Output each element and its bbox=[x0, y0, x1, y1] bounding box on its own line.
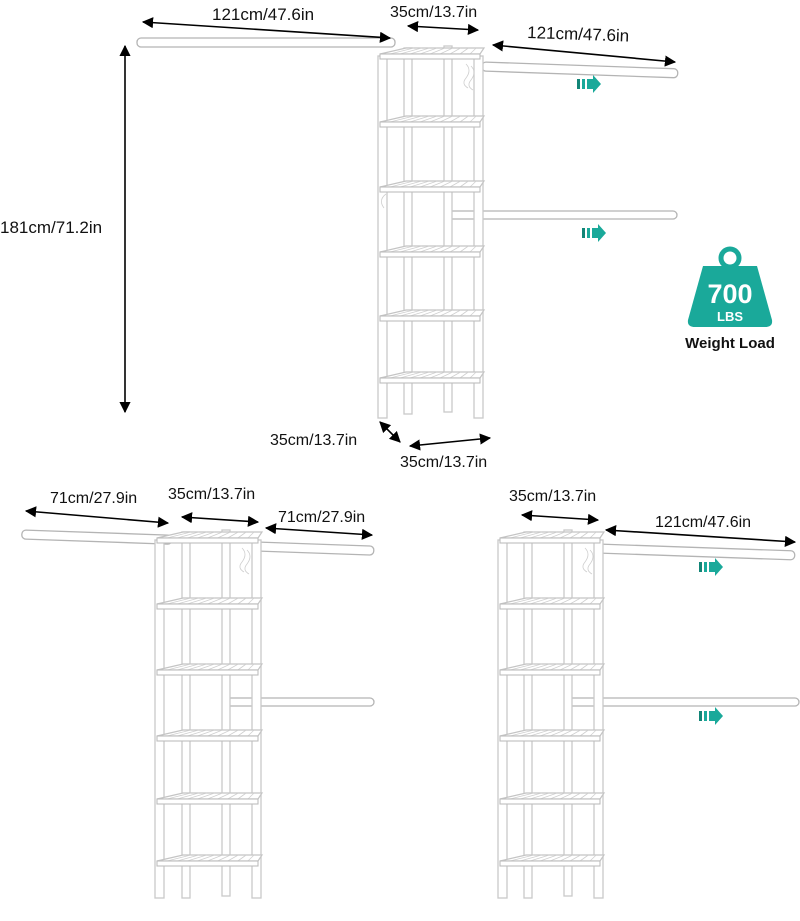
wire-shelf bbox=[499, 663, 606, 676]
wire-shelf bbox=[499, 597, 606, 610]
wire-shelf bbox=[156, 597, 264, 610]
dim-line-tower-width bbox=[180, 512, 260, 527]
dim-line-base-width bbox=[408, 433, 492, 451]
dim-line-rod-right bbox=[264, 523, 374, 540]
hanging-rod-lower bbox=[223, 697, 375, 707]
arrow-right-icon bbox=[699, 707, 723, 725]
weight-icon bbox=[687, 246, 773, 327]
wire-shelf bbox=[379, 371, 486, 384]
label-rod-right: 121cm/47.6in bbox=[527, 23, 630, 46]
label-rod-right: 71cm/27.9in bbox=[278, 509, 365, 526]
weight-load-badge: 700 LBS Weight Load bbox=[685, 246, 775, 352]
label-rod-left: 121cm/47.6in bbox=[212, 5, 314, 24]
wire-shelf bbox=[379, 245, 486, 258]
tower-posts bbox=[154, 529, 262, 899]
label-tower-width: 35cm/13.7in bbox=[390, 4, 477, 21]
s-hook bbox=[381, 193, 387, 209]
wire-shelf bbox=[156, 729, 264, 742]
tower-shelves bbox=[156, 531, 264, 867]
wire-shelf bbox=[379, 309, 486, 322]
wire-shelf bbox=[499, 792, 606, 805]
s-hook bbox=[587, 549, 594, 575]
arrow-right-icon bbox=[577, 75, 601, 93]
s-hook bbox=[463, 63, 470, 89]
badge-unit: LBS bbox=[717, 309, 743, 324]
wire-shelf bbox=[499, 854, 606, 867]
dim-line-rod-left bbox=[141, 17, 392, 43]
arrow-right-icon bbox=[699, 558, 723, 576]
label-depth: 35cm/13.7in bbox=[270, 432, 357, 449]
wire-shelf bbox=[156, 531, 264, 544]
dim-line-tower-width bbox=[406, 20, 480, 36]
hanging-rod-left bbox=[21, 529, 173, 545]
label-tower-width: 35cm/13.7in bbox=[168, 486, 255, 503]
label-rod-left: 71cm/27.9in bbox=[50, 490, 137, 507]
dim-line-rod-right bbox=[491, 40, 677, 67]
tower-shelves bbox=[499, 531, 606, 867]
tower-shelves bbox=[379, 47, 486, 384]
wire-shelf bbox=[379, 180, 486, 193]
dim-line-rod-left bbox=[24, 506, 170, 528]
dim-line-depth bbox=[379, 421, 401, 443]
label-height: 181cm/71.2in bbox=[0, 218, 102, 237]
dim-line-tower-width bbox=[520, 510, 600, 525]
wire-shelf bbox=[156, 792, 264, 805]
wire-shelf bbox=[156, 663, 264, 676]
top-unit: 121cm/47.6in 35cm/13.7in 121cm/47.6in 18… bbox=[0, 4, 679, 471]
hanging-rod-right bbox=[255, 541, 375, 556]
hanging-rod-left bbox=[136, 37, 396, 48]
dim-line-rod-right bbox=[604, 525, 797, 547]
label-tower-width: 35cm/13.7in bbox=[509, 488, 596, 505]
wire-shelf bbox=[379, 115, 486, 128]
badge-value: 700 bbox=[707, 279, 752, 309]
wire-shelf bbox=[379, 47, 486, 60]
s-hook bbox=[582, 547, 589, 573]
label-base-width: 35cm/13.7in bbox=[400, 454, 487, 471]
hanging-rod-right bbox=[596, 543, 796, 561]
label-rod-right: 121cm/47.6in bbox=[655, 514, 751, 531]
wire-shelf bbox=[499, 729, 606, 742]
tower-posts bbox=[377, 45, 484, 419]
badge-caption: Weight Load bbox=[685, 335, 775, 352]
arrow-right-icon bbox=[582, 224, 606, 242]
hanging-rod-right bbox=[481, 61, 679, 79]
tower-posts bbox=[497, 529, 604, 899]
s-hook bbox=[244, 549, 251, 575]
s-hook bbox=[239, 547, 246, 573]
s-hook bbox=[468, 65, 475, 91]
wire-shelf bbox=[499, 531, 606, 544]
wire-shelf bbox=[156, 854, 264, 867]
bottom-right-unit: 35cm/13.7in 121cm/47.6in bbox=[497, 488, 800, 899]
bottom-left-unit: 71cm/27.9in 35cm/13.7in 71cm/27.9in bbox=[21, 486, 375, 899]
